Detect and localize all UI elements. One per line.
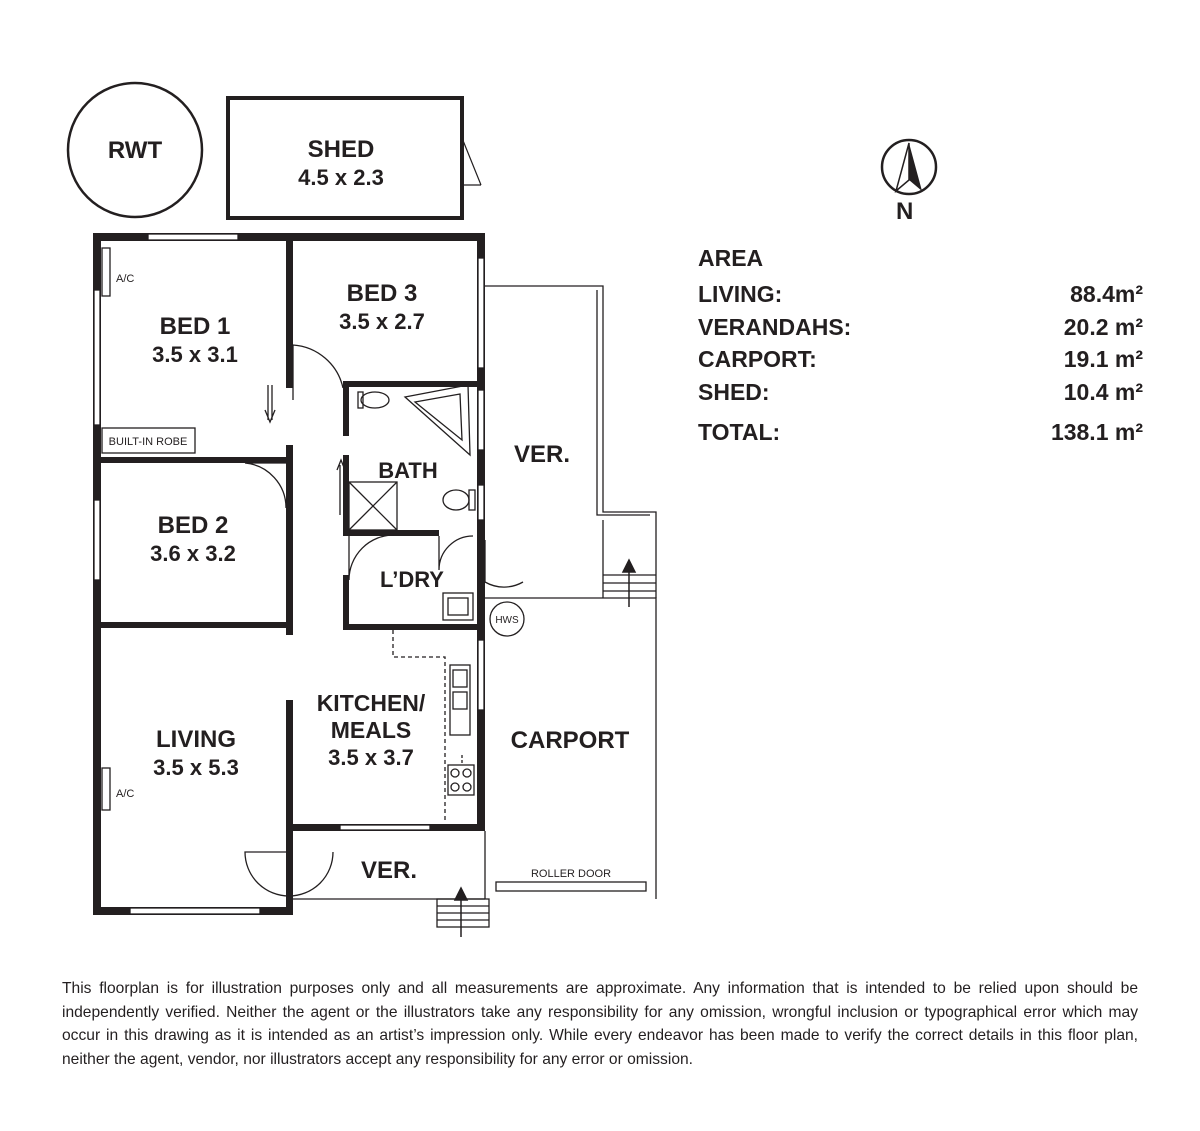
laundry-label: L’DRY [380,567,444,592]
roller-door-label: ROLLER DOOR [531,868,611,880]
kitchen-line1: KITCHEN/ [317,690,426,716]
carport-label: CARPORT [511,727,630,754]
bed1-name: BED 1 [160,313,231,340]
area-row: CARPORT: 19.1 m² [698,343,1143,376]
rainwater-tank [66,81,204,219]
robe-label: BUILT-IN ROBE [109,436,188,448]
entry-arrows [453,558,637,937]
doors [244,344,524,897]
area-row: SHED: 10.4 m² [698,376,1143,409]
bed3-size: 3.5 x 2.7 [339,309,425,334]
disclaimer-text: This floorplan is for illustration purpo… [62,980,1138,1069]
living-name: LIVING [156,726,236,753]
north-label: N [896,198,914,225]
area-row-label: SHED: [698,378,770,405]
area-row: VERANDAHS: 20.2 m² [698,311,1143,344]
bed2-name: BED 2 [158,512,229,539]
area-row-label: LIVING: [698,281,783,307]
area-summary: AREA LIVING: 88.4m² VERANDAHS: 20.2 m² CARPO… [698,242,1143,449]
bed3-name: BED 3 [347,280,418,307]
shed-name: SHED [308,136,375,163]
kitchen-line2: MEALS [331,717,412,743]
rwt-label: RWT [108,137,163,164]
area-row-value: 88.4m² [1070,281,1143,307]
area-row-value: 10.4 m² [1063,378,1143,405]
verandah-side-label: VER. [514,441,570,468]
verandah-front-label: VER. [361,857,417,884]
area-total-value: 138.1 m² [1050,419,1143,445]
ac2-label: A/C [116,788,134,800]
area-row-value: 20.2 m² [1063,313,1143,340]
area-row-value: 19.1 m² [1063,346,1143,372]
windows [93,233,485,915]
bed1-size: 3.5 x 3.1 [152,342,238,367]
shed [226,96,464,220]
living-size: 3.5 x 5.3 [153,755,239,780]
shed-door [461,137,482,186]
shed-size: 4.5 x 2.3 [298,165,384,190]
area-title: AREA [698,245,764,271]
area-row: LIVING: 88.4m² [698,278,1143,311]
bed2-size: 3.6 x 3.2 [150,541,236,566]
north-arrow-icon [880,138,938,196]
area-row-label: CARPORT: [698,346,817,372]
area-row-label: VERANDAHS: [698,313,852,340]
bath-label: BATH [378,458,437,483]
kitchen-size: 3.5 x 3.7 [328,745,414,770]
area-total-row: TOTAL: 138.1 m² [698,416,1143,449]
area-rows: LIVING: 88.4m² VERANDAHS: 20.2 m² CARPORT: 19… [698,278,1143,408]
area-total-label: TOTAL: [698,419,781,445]
hws-label: HWS [495,615,519,626]
fixtures [101,247,525,822]
ac1-label: A/C [116,273,134,285]
